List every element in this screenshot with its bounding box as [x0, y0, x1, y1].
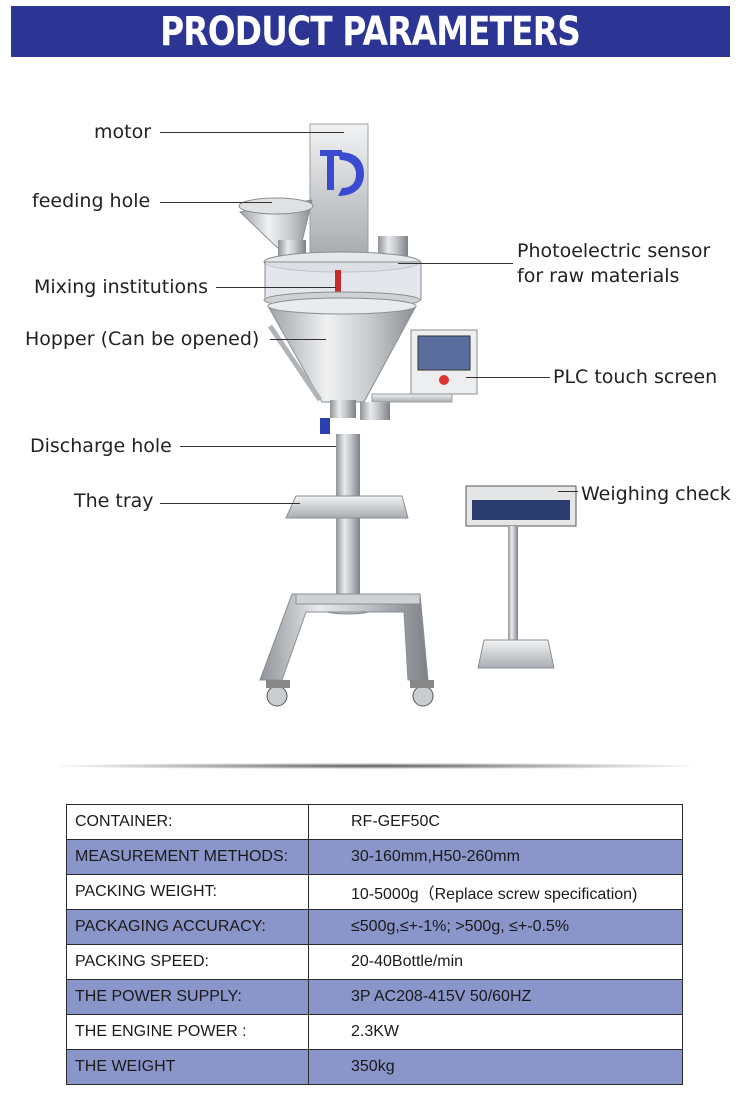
section-divider: [60, 763, 690, 769]
label-discharge: Discharge hole: [30, 435, 172, 457]
page-title: PRODUCT PARAMETERS: [160, 8, 582, 55]
spec-value: 2.3KW: [308, 1014, 683, 1050]
spec-row: PACKING WEIGHT: 10-5000g（Replace screw s…: [66, 874, 683, 910]
spec-value: RF-GEF50C: [308, 804, 683, 840]
leader-sensor: [398, 263, 513, 264]
machine-illustration: [238, 123, 577, 707]
spec-key: MEASUREMENT METHODS:: [66, 839, 309, 875]
label-hopper: Hopper (Can be opened): [25, 328, 260, 350]
leader-discharge: [180, 446, 336, 447]
motor-housing: [309, 123, 369, 255]
base-frame: [259, 593, 429, 681]
scale-base: [477, 639, 555, 669]
spec-row: PACKAGING ACCURACY: ≤500g,≤+-1%; >500g, …: [66, 909, 683, 945]
spec-value: 3P AC208-415V 50/60HZ: [308, 979, 683, 1015]
label-tray: The tray: [74, 490, 154, 512]
spec-value: ≤500g,≤+-1%; >500g, ≤+-0.5%: [308, 909, 683, 945]
spec-value: 10-5000g（Replace screw specification): [308, 874, 683, 910]
spec-key: PACKAGING ACCURACY:: [66, 909, 309, 945]
spec-value: 30-160mm,H50-260mm: [308, 839, 683, 875]
spec-key: PACKING SPEED:: [66, 944, 309, 980]
label-sensor-line2: for raw materials: [517, 265, 680, 287]
leader-mixing: [216, 287, 336, 288]
label-weighing: Weighing check: [581, 483, 731, 505]
header-banner: PRODUCT PARAMETERS: [11, 6, 730, 57]
spec-table: CONTAINER: RF-GEF50C MEASUREMENT METHODS…: [66, 804, 683, 1085]
spec-row: MEASUREMENT METHODS: 30-160mm,H50-260mm: [66, 839, 683, 875]
spec-key: THE POWER SUPPLY:: [66, 979, 309, 1015]
leader-feeding-hole: [160, 202, 272, 203]
spec-key: THE ENGINE POWER :: [66, 1014, 309, 1050]
label-sensor-line1: Photoelectric sensor: [517, 240, 711, 262]
spec-row: THE WEIGHT 350kg: [66, 1049, 683, 1085]
machine-diagram: motor feeding hole Mixing institutions H…: [0, 60, 750, 760]
main-column: [336, 434, 360, 610]
leader-motor: [160, 132, 344, 133]
spec-value: 350kg: [308, 1049, 683, 1085]
label-plc: PLC touch screen: [553, 366, 718, 388]
spec-row: PACKING SPEED: 20-40Bottle/min: [66, 944, 683, 980]
spec-key: PACKING WEIGHT:: [66, 874, 309, 910]
label-feeding-hole: feeding hole: [32, 190, 151, 212]
spec-key: CONTAINER:: [66, 804, 309, 840]
brand-logo: [320, 150, 364, 196]
label-mixing: Mixing institutions: [34, 276, 209, 298]
label-motor: motor: [94, 121, 152, 143]
spec-key: THE WEIGHT: [66, 1049, 309, 1085]
spec-row: CONTAINER: RF-GEF50C: [66, 804, 683, 840]
spec-value: 20-40Bottle/min: [308, 944, 683, 980]
leader-hopper: [270, 339, 326, 340]
spec-row: THE POWER SUPPLY: 3P AC208-415V 50/60HZ: [66, 979, 683, 1015]
spec-row: THE ENGINE POWER : 2.3KW: [66, 1014, 683, 1050]
leader-weighing: [558, 491, 578, 492]
tray: [285, 495, 409, 519]
leader-plc: [466, 377, 550, 378]
leader-tray: [160, 503, 300, 504]
